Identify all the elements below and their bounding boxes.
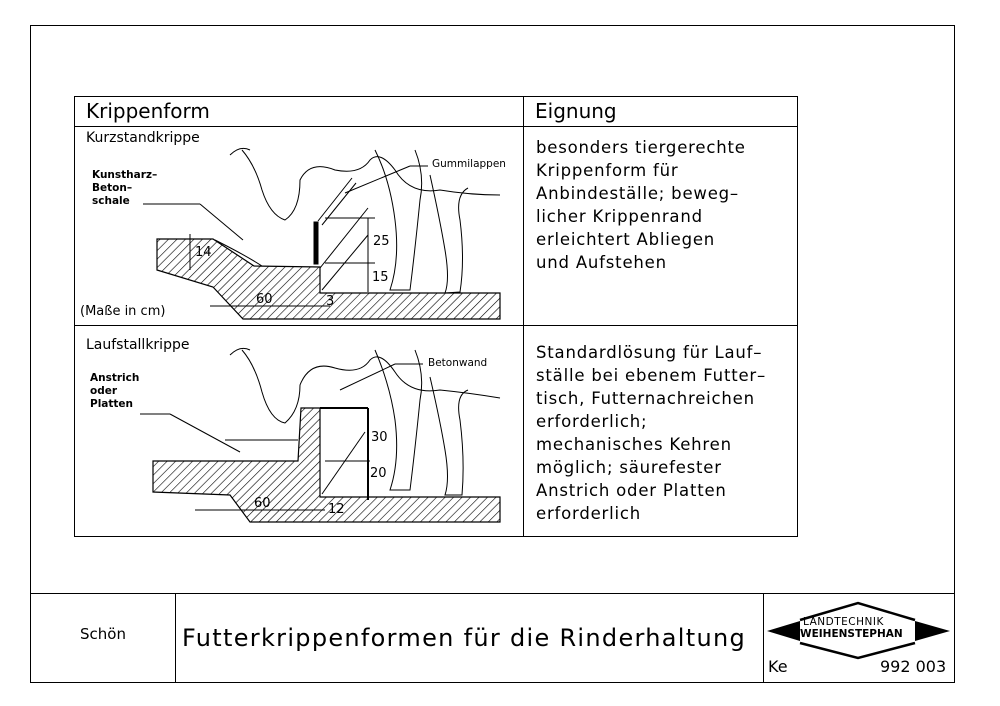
- label-kunstharz-betonschale: Kunstharz– Beton– schale: [92, 169, 158, 207]
- column-header-krippenform: Krippenform: [86, 99, 210, 123]
- title-block-left-divider: [175, 593, 176, 683]
- label-betonwand: Betonwand: [428, 357, 488, 369]
- dimension-30: 30: [371, 430, 388, 445]
- dimension-12: 12: [328, 502, 345, 517]
- row-title-laufstallkrippe: Laufstallkrippe: [86, 337, 190, 353]
- dimension-3: 3: [326, 294, 335, 309]
- drawing-frame: [30, 25, 955, 683]
- dimension-60: 60: [254, 496, 271, 511]
- logo-line-2: WEIHENSTEPHAN: [800, 628, 903, 640]
- row-title-kurzstandkrippe: Kurzstandkrippe: [86, 130, 200, 146]
- table: [74, 96, 798, 537]
- label-gummilappen: Gummilappen: [432, 158, 506, 170]
- dimension-14: 14: [195, 245, 212, 260]
- dimension-60: 60: [256, 292, 273, 307]
- dimension-15: 15: [372, 270, 389, 285]
- author: Schön: [80, 625, 126, 643]
- measurement-note: (Maße in cm): [80, 304, 166, 319]
- dimension-20: 20: [370, 466, 387, 481]
- title-block-divider: [30, 593, 955, 594]
- column-header-eignung: Eignung: [535, 99, 617, 123]
- drawing-number: 992 003: [880, 657, 947, 676]
- drawing-title: Futterkrippenformen für die Rinderhaltun…: [182, 624, 747, 652]
- code-prefix: Ke: [768, 657, 788, 676]
- dimension-25: 25: [373, 234, 390, 249]
- table-row-divider: [74, 325, 798, 326]
- logo-line-1: LANDTECHNIK: [803, 616, 884, 628]
- label-anstrich-oder-platten: Anstrich oder Platten: [90, 372, 140, 410]
- table-header-divider: [74, 126, 798, 127]
- suitability-laufstallkrippe: Standardlösung für Lauf– ställe bei eben…: [536, 343, 767, 523]
- title-block-right-divider: [763, 593, 764, 683]
- suitability-kurzstandkrippe: besonders tiergerechte Krippenform für A…: [536, 138, 746, 272]
- table-column-divider: [523, 96, 524, 537]
